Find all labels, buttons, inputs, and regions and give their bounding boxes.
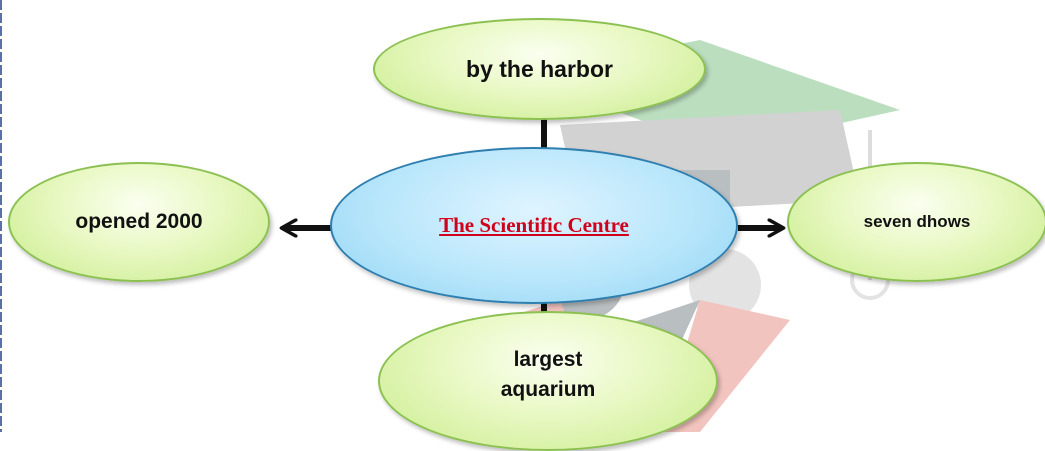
node-top: by the harbor <box>373 18 706 120</box>
node-bottom-label-line2: aquarium <box>500 378 596 401</box>
node-bottom-text: largest aquarium <box>501 345 596 405</box>
node-left: opened 2000 <box>8 162 270 282</box>
center-node-label: The Scientific Centre <box>439 213 629 237</box>
center-node: The Scientific Centre <box>330 147 738 304</box>
page-margin-rule <box>0 0 2 432</box>
node-bottom: largest aquarium <box>378 311 718 451</box>
node-right-label: seven dhows <box>863 212 971 231</box>
node-top-label: by the harbor <box>466 55 613 82</box>
node-bottom-label-line1: largest <box>513 348 583 371</box>
node-right: seven dhows <box>787 162 1045 282</box>
node-left-label: opened 2000 <box>75 210 203 233</box>
